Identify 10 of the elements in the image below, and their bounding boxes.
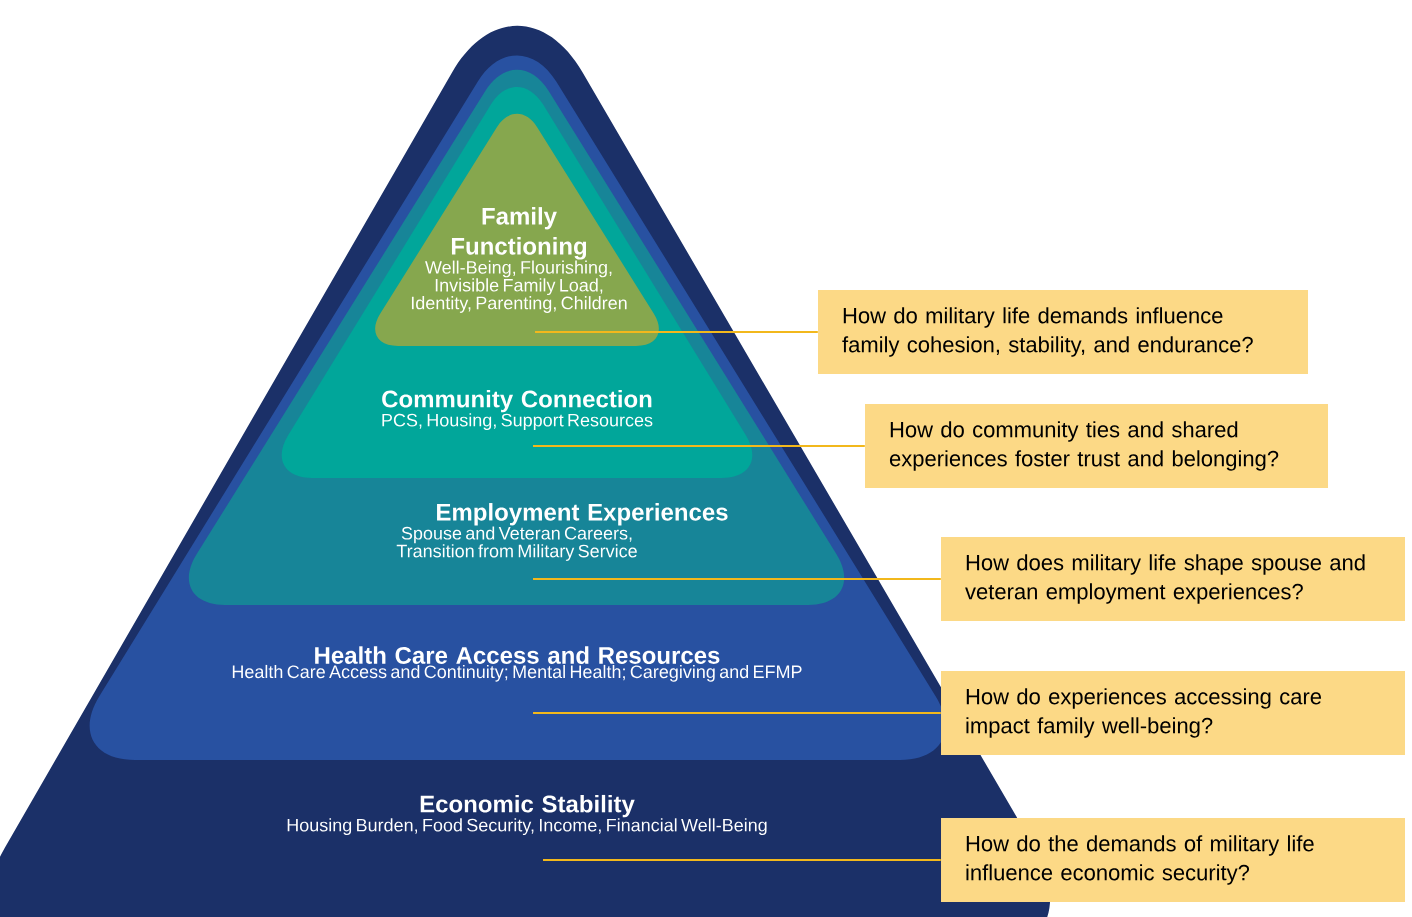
question-box: How does military life shape spouse and veteran employment experiences? [941,537,1405,621]
leader-line [534,331,819,333]
leader-line [532,578,942,580]
pyramid-layer: Family Functioning Well-Being, Flourishing, Invisible Family Load, Identity, Parenting, Children [375,113,659,346]
question-box: How do experiences accessing care impact family well-being? [941,671,1405,755]
question-box: How do the demands of military life influence economic security? [941,818,1405,902]
leader-line [542,859,942,861]
question-box: How do military life demands influence family cohesion, stability, and endurance? [818,290,1308,374]
leader-line [532,712,942,714]
question-box: How do community ties and shared experiences foster trust and belonging? [865,404,1328,488]
